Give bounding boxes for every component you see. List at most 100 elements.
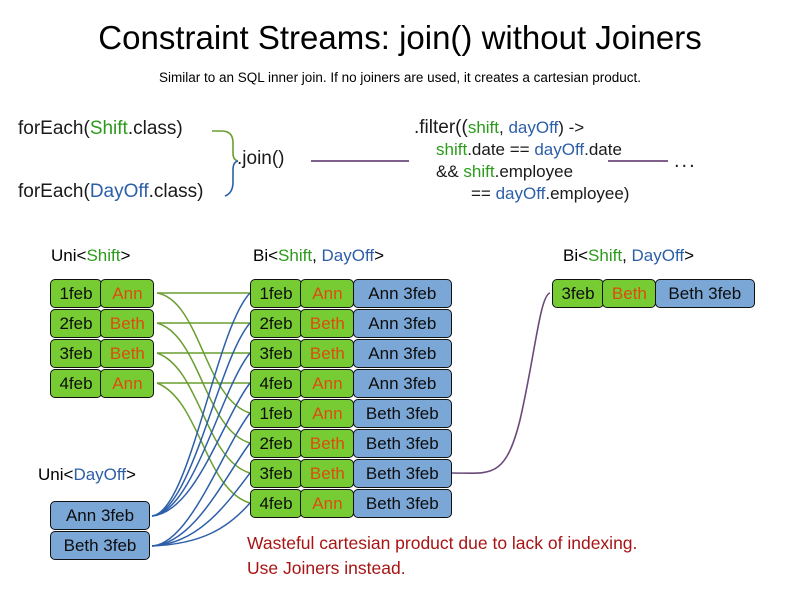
filter-arrow: ) -> — [558, 118, 585, 137]
cell-pair: Beth 3feb — [352, 459, 452, 488]
caption-uni-dayoff-type: DayOff — [73, 465, 127, 484]
cell-pair-text: Beth 3feb — [63, 535, 137, 555]
cell-name: Ann — [300, 489, 355, 518]
warning-line-1: Wasteful cartesian product due to lack o… — [247, 533, 638, 553]
filter-open: .filter(( — [414, 117, 468, 138]
filter-result-connector — [451, 292, 551, 475]
table-row: 4feb Ann Ann 3feb — [250, 369, 452, 398]
cell-name-text: Beth — [309, 464, 345, 483]
cell-pair-text: Ann 3feb — [368, 344, 437, 363]
filter-param-shift: shift — [467, 118, 500, 137]
filter-l3-shift: shift — [463, 162, 495, 181]
caption-uni-dayoff-suffix: > — [126, 465, 136, 484]
cell-name: Beth — [602, 279, 657, 308]
foreach-dayoff-type: DayOff — [89, 181, 149, 202]
caption-bi-middle: Bi<Shift, DayOff> — [253, 246, 384, 266]
cell-pair-text: Beth 3feb — [668, 284, 742, 303]
foreach-dayoff-statement: forEach(DayOff.class) — [18, 181, 204, 203]
foreach-shift-prefix: forEach( — [18, 118, 90, 139]
cell-pair-text: Ann 3feb — [368, 374, 437, 393]
cell-name: Beth — [300, 309, 355, 338]
list-item: Beth 3feb — [50, 531, 150, 560]
cell-date: 3feb — [50, 339, 102, 368]
cell-date: 1feb — [250, 279, 302, 308]
page-title: Constraint Streams: join() without Joine… — [98, 19, 702, 56]
list-item: Ann 3feb — [50, 501, 150, 530]
cell-name: Beth — [300, 339, 355, 368]
cell-date: 4feb — [50, 369, 102, 398]
cell-name-text: Ann — [312, 404, 343, 423]
cell-pair-text: Beth 3feb — [365, 434, 439, 453]
cell-pair: Ann 3feb — [352, 309, 452, 338]
filter-param-dayoff: dayOff — [508, 118, 559, 137]
filter-l2-shift: shift — [436, 140, 468, 159]
filter-line-4: == dayOff.employee) — [414, 183, 629, 205]
cell-name: Beth — [100, 339, 155, 368]
warning-line-2: Use Joiners instead. — [247, 558, 406, 578]
cell-pair: Beth 3feb — [352, 489, 452, 518]
cell-name-text: Ann — [112, 284, 143, 303]
caption-uni-shift-suffix: > — [120, 246, 131, 265]
cell-date: 4feb — [250, 369, 302, 398]
caption-bi-middle-type2: DayOff — [321, 246, 375, 265]
filter-line-1: .filter((shift, dayOff) -> — [414, 117, 629, 139]
cell-date: 1feb — [250, 399, 302, 428]
cell-name-text: Beth — [309, 314, 345, 333]
table-row: 3feb Beth Ann 3feb — [250, 339, 452, 368]
cell-pair: Ann 3feb — [352, 279, 452, 308]
foreach-shift-suffix: .class) — [127, 118, 183, 139]
caption-bi-middle-suffix: > — [374, 246, 385, 265]
cell-date: 3feb — [552, 279, 604, 308]
caption-uni-dayoff: Uni<DayOff> — [38, 465, 136, 485]
cell-pair-text: Beth 3feb — [365, 494, 439, 513]
cell-date-text: 4feb — [59, 374, 93, 393]
caption-uni-shift: Uni<Shift> — [51, 246, 130, 266]
cell-date-text: 1feb — [59, 284, 93, 303]
cell-date: 4feb — [250, 489, 302, 518]
table-row: 3feb Beth Beth 3feb — [552, 279, 755, 308]
cell-date-text: 1feb — [259, 404, 293, 423]
cell-date-text: 3feb — [59, 344, 93, 363]
cell-pair-text: Beth 3feb — [365, 404, 439, 423]
shift-edges — [156, 292, 251, 504]
caption-bi-middle-type1: Shift — [278, 246, 313, 265]
cell-date: 1feb — [50, 279, 102, 308]
table-row: 2feb Beth Ann 3feb — [250, 309, 452, 338]
caption-bi-right: Bi<Shift, DayOff> — [563, 246, 694, 266]
cell-pair: Beth 3feb — [654, 279, 755, 308]
cell-name-text: Beth — [109, 344, 145, 363]
cell-date-text: 1feb — [259, 284, 293, 303]
cell-name-text: Beth — [309, 344, 345, 363]
filter-l4-end: .employee) — [545, 184, 630, 203]
cell-name: Beth — [100, 309, 155, 338]
cell-date-text: 4feb — [259, 374, 293, 393]
caption-bi-middle-comma: , — [312, 246, 322, 265]
cell-pair: Ann 3feb — [352, 369, 452, 398]
cell-date-text: 2feb — [259, 314, 293, 333]
cell-name: Ann — [300, 399, 355, 428]
cell-date-text: 3feb — [259, 344, 293, 363]
foreach-shift-statement: forEach(Shift.class) — [18, 118, 183, 140]
filter-l4-eq: == — [471, 184, 496, 203]
filter-l2-dayoff: dayOff — [534, 140, 585, 159]
cell-date-text: 3feb — [561, 284, 595, 303]
caption-bi-right-suffix: > — [684, 246, 695, 265]
cell-name-text: Ann — [112, 374, 143, 393]
cell-pair-text: Ann 3feb — [368, 284, 437, 303]
cell-name: Beth — [300, 429, 355, 458]
caption-uni-shift-type: Shift — [86, 246, 121, 265]
cell-name-text: Ann — [312, 374, 343, 393]
filter-line-2: shift.date == dayOff.date — [414, 139, 629, 161]
caption-bi-right-prefix: Bi< — [563, 246, 589, 265]
cell-pair-text: Beth 3feb — [365, 464, 439, 483]
caption-bi-right-type1: Shift — [588, 246, 623, 265]
caption-bi-right-type2: DayOff — [631, 246, 685, 265]
warning-note: Wasteful cartesian product due to lack o… — [247, 531, 637, 581]
filter-call-block: .filter((shift, dayOff) -> shift.date ==… — [414, 117, 629, 205]
